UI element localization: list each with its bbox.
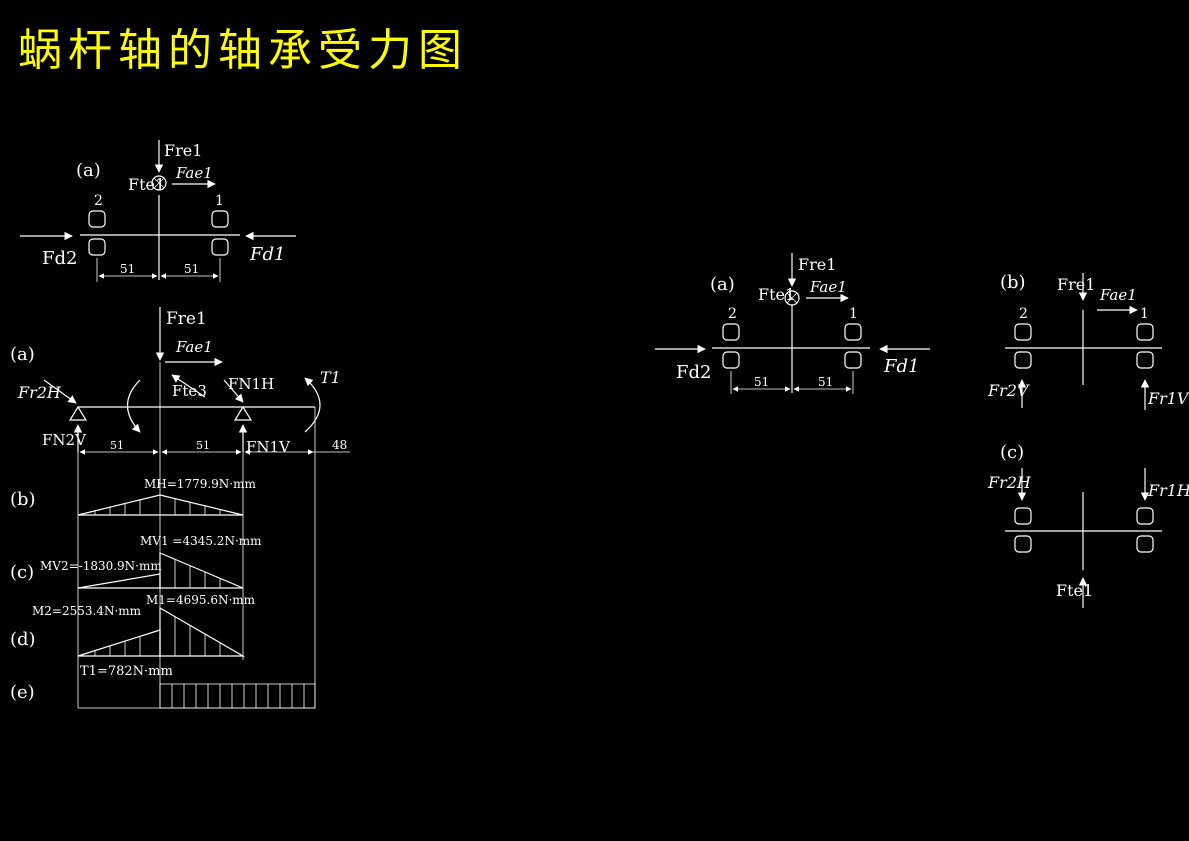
- view-label-ra: (a): [710, 274, 735, 295]
- force-fae1-b: Fae1: [175, 338, 213, 356]
- force-fn1v: FN1V: [246, 438, 291, 456]
- force-fn1h: FN1H: [228, 375, 274, 393]
- bearing-1-label: 1: [215, 193, 224, 209]
- moment-m2: M2=2553.4N·mm: [32, 604, 142, 618]
- force-fd1: Fd1: [249, 244, 285, 265]
- left-bottom-view: (a) (b) (c) (d) (e) Fre1 Fae1 Fte3 FN1H …: [10, 307, 350, 709]
- dim-right: 51: [184, 262, 199, 276]
- moment-m1: M1=4695.6N·mm: [146, 593, 256, 607]
- torque-t1-value: T1=782N·mm: [80, 664, 173, 679]
- bearing-2-bottom-icon: [88, 238, 106, 256]
- force-fre1-b: Fre1: [166, 309, 207, 329]
- moment-mv2: MV2=-1830.9N·mm: [40, 559, 162, 573]
- dim-left: 51: [754, 375, 769, 389]
- right-view-a: (a) 2 1 Fre1 Fte1 Fae1 Fd2 Fd1 51 51: [655, 253, 930, 394]
- force-fae1: Fae1: [809, 278, 847, 296]
- diagram-title: 蜗杆轴的轴承受力图: [18, 25, 468, 76]
- bearing-1-bottom-icon: [1136, 535, 1154, 553]
- bearing-2-label: 2: [728, 306, 737, 322]
- bearing-1-top-icon: [1136, 507, 1154, 525]
- force-fr2h: Fr2H: [987, 473, 1032, 492]
- bearing-1-bottom-icon: [844, 351, 862, 369]
- view-label-rb: (b): [1000, 272, 1026, 293]
- left-top-view: (a) 2 1 Fre1 Fte1 Fae1 Fd2 Fd1 51 51: [20, 140, 296, 282]
- row-label-e: (e): [10, 682, 35, 703]
- moment-mv1: MV1 =4345.2N·mm: [140, 534, 262, 548]
- bearing-1-top-icon: [1136, 323, 1154, 341]
- force-into-page-icon: [151, 175, 167, 191]
- view-label-a: (a): [76, 160, 101, 181]
- view-label-rc: (c): [1000, 442, 1024, 463]
- bearing-2-label: 2: [1019, 306, 1028, 322]
- right-view-b: (b) 2 1 Fre1 Fae1 Fr2V Fr1V: [987, 272, 1189, 410]
- force-fre1: Fre1: [164, 141, 202, 160]
- bearing-1-label: 1: [1140, 306, 1149, 322]
- bearing-2-bottom-icon: [722, 351, 740, 369]
- right-view-c: (c) Fr2H Fr1H Fte1: [987, 442, 1189, 608]
- row-label-c: (c): [10, 562, 34, 583]
- bearing-1-bottom-icon: [211, 238, 229, 256]
- force-into-page-icon: [784, 290, 800, 306]
- torque-right-icon: [304, 377, 321, 433]
- bearing-2-top-icon: [1014, 507, 1032, 525]
- force-fte1: Fte1: [1056, 581, 1093, 600]
- torque-t1: T1: [320, 368, 341, 387]
- dim-right-b: 51: [196, 439, 210, 452]
- force-fd2: Fd2: [42, 248, 77, 269]
- force-fr1h: Fr1H: [1147, 481, 1189, 500]
- bearing-2-bottom-icon: [1014, 535, 1032, 553]
- moment-mh: MH=1779.9N·mm: [144, 477, 256, 491]
- force-fd2: Fd2: [676, 362, 711, 383]
- force-fr2h: Fr2H: [17, 383, 62, 402]
- bearing-2-top-icon: [88, 210, 106, 228]
- force-fte3: Fte3: [172, 382, 207, 400]
- dim-right: 51: [818, 375, 833, 389]
- row-label-a: (a): [10, 344, 35, 365]
- torque-left-icon: [127, 379, 141, 433]
- bearing-2-bottom-icon: [1014, 351, 1032, 369]
- bearing-1-label: 1: [849, 306, 858, 322]
- force-fd1: Fd1: [883, 356, 919, 377]
- bearing-1-bottom-icon: [1136, 351, 1154, 369]
- support-right-icon: [233, 405, 253, 421]
- support-left-icon: [68, 405, 88, 421]
- force-fae1: Fae1: [175, 164, 213, 182]
- bearing-2-label: 2: [94, 193, 103, 209]
- bearing-1-top-icon: [211, 210, 229, 228]
- force-fre1: Fre1: [1057, 275, 1095, 294]
- row-label-d: (d): [10, 629, 36, 650]
- dim-left-b: 51: [110, 439, 124, 452]
- force-fte1: Fte1: [128, 175, 165, 194]
- bearing-1-top-icon: [844, 323, 862, 341]
- row-label-b: (b): [10, 489, 36, 510]
- bearing-2-top-icon: [1014, 323, 1032, 341]
- force-fae1: Fae1: [1099, 286, 1137, 304]
- dim-left: 51: [120, 262, 135, 276]
- bearing-2-top-icon: [722, 323, 740, 341]
- force-fre1: Fre1: [798, 255, 836, 274]
- force-fr1v: Fr1V: [1147, 389, 1189, 408]
- force-fte1: Fte1: [758, 285, 795, 304]
- force-fn2v: FN2V: [42, 431, 87, 449]
- dim-end-b: 48: [332, 438, 347, 452]
- force-fr2v: Fr2V: [987, 381, 1030, 400]
